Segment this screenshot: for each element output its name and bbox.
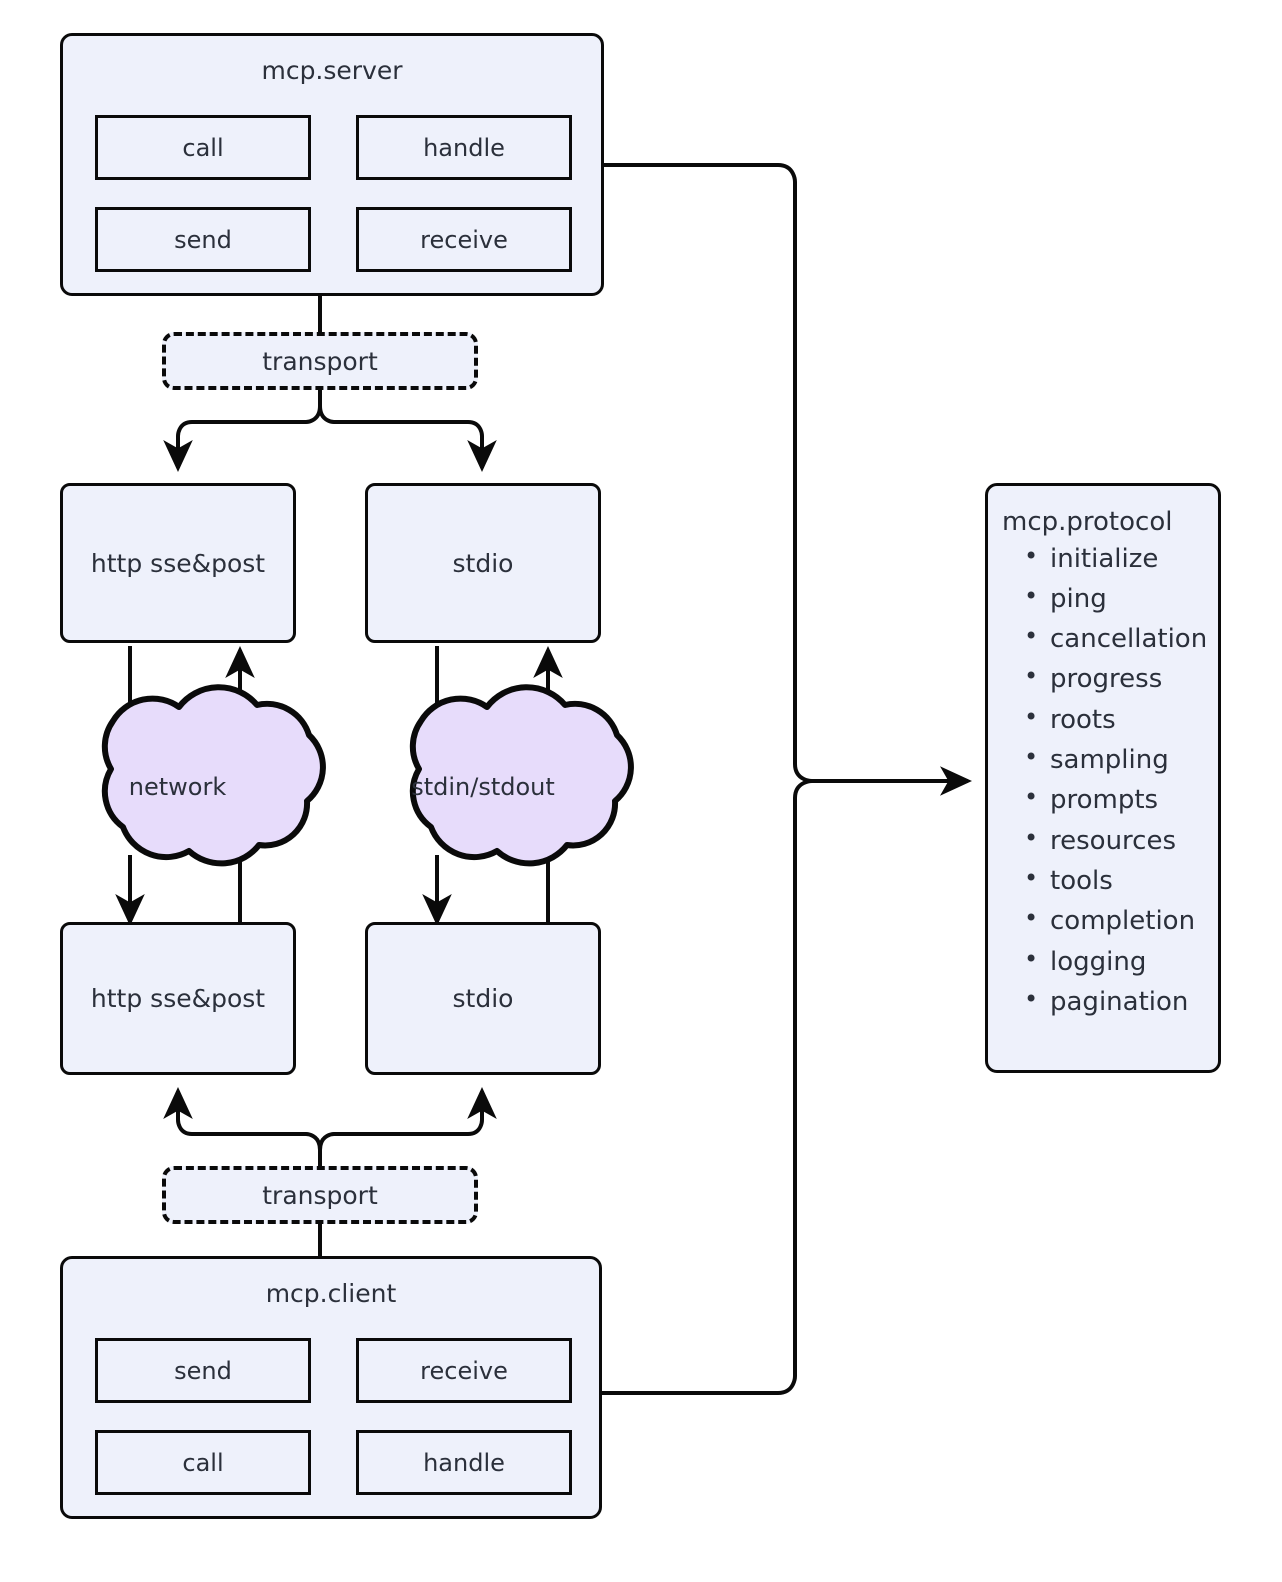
protocol-item[interactable]: prompts	[1024, 779, 1218, 820]
transport-server-label: transport	[262, 346, 378, 376]
mcp-server-box[interactable]: mcp.server call handle send receive	[60, 33, 604, 296]
mcp-protocol-title: mcp.protocol	[1002, 507, 1173, 537]
mcp-protocol-list: initialize ping cancellation progress ro…	[1002, 538, 1218, 1023]
protocol-item[interactable]: roots	[1024, 699, 1218, 740]
client-call-label: call	[182, 1448, 224, 1477]
client-transport-stdio-box[interactable]: stdio	[365, 922, 601, 1075]
client-receive-button[interactable]: receive	[356, 1338, 572, 1403]
client-receive-label: receive	[420, 1356, 508, 1385]
server-receive-label: receive	[420, 225, 508, 254]
network-cloud-label: network	[128, 773, 227, 801]
protocol-item[interactable]: pagination	[1024, 981, 1218, 1022]
client-transport-stdio-label: stdio	[452, 984, 514, 1013]
transport-client-box[interactable]: transport	[162, 1166, 478, 1224]
mcp-protocol-box[interactable]: mcp.protocol initialize ping cancellatio…	[985, 483, 1221, 1073]
protocol-item[interactable]: resources	[1024, 820, 1218, 861]
edge-transport-to-stdio-server	[318, 390, 497, 472]
server-call-button[interactable]: call	[95, 115, 311, 180]
server-transport-stdio-box[interactable]: stdio	[365, 483, 601, 643]
mcp-server-title: mcp.server	[261, 56, 403, 85]
protocol-item[interactable]: ping	[1024, 578, 1218, 619]
server-receive-button[interactable]: receive	[356, 207, 572, 272]
server-send-button[interactable]: send	[95, 207, 311, 272]
edge-client-to-protocol	[602, 779, 813, 1395]
transport-server-box[interactable]: transport	[162, 332, 478, 390]
network-cloud-shape	[101, 684, 326, 867]
server-transport-stdio-label: stdio	[452, 548, 514, 578]
client-send-label: send	[174, 1356, 232, 1385]
protocol-item[interactable]: initialize	[1024, 538, 1218, 579]
edge-transport-to-stdio-client	[318, 1087, 497, 1166]
client-handle-button[interactable]: handle	[356, 1430, 572, 1495]
edge-transport-to-http-server	[163, 390, 322, 472]
protocol-item[interactable]: cancellation	[1024, 618, 1218, 659]
server-send-label: send	[174, 225, 232, 254]
client-handle-label: handle	[423, 1448, 505, 1477]
stdin-stdout-cloud-label: stdin/stdout	[411, 773, 555, 801]
client-call-button[interactable]: call	[95, 1430, 311, 1495]
protocol-item[interactable]: progress	[1024, 658, 1218, 699]
mcp-client-box[interactable]: mcp.client send receive call handle	[60, 1256, 602, 1519]
client-send-button[interactable]: send	[95, 1338, 311, 1403]
protocol-item[interactable]: completion	[1024, 900, 1218, 941]
server-transport-http-label: http sse&post	[90, 548, 266, 578]
protocol-item[interactable]: sampling	[1024, 739, 1218, 780]
server-handle-label: handle	[423, 133, 505, 162]
protocol-item[interactable]: tools	[1024, 860, 1218, 901]
server-call-label: call	[182, 133, 224, 162]
protocol-item[interactable]: logging	[1024, 941, 1218, 982]
server-handle-button[interactable]: handle	[356, 115, 572, 180]
transport-client-label: transport	[262, 1180, 378, 1210]
server-transport-http-box[interactable]: http sse&post	[60, 483, 296, 643]
client-transport-http-box[interactable]: http sse&post	[60, 922, 296, 1075]
client-transport-http-label: http sse&post	[90, 984, 266, 1013]
stdin-stdout-cloud-shape	[409, 684, 634, 867]
mcp-client-title: mcp.client	[265, 1279, 397, 1308]
edge-transport-to-http-client	[163, 1087, 322, 1166]
